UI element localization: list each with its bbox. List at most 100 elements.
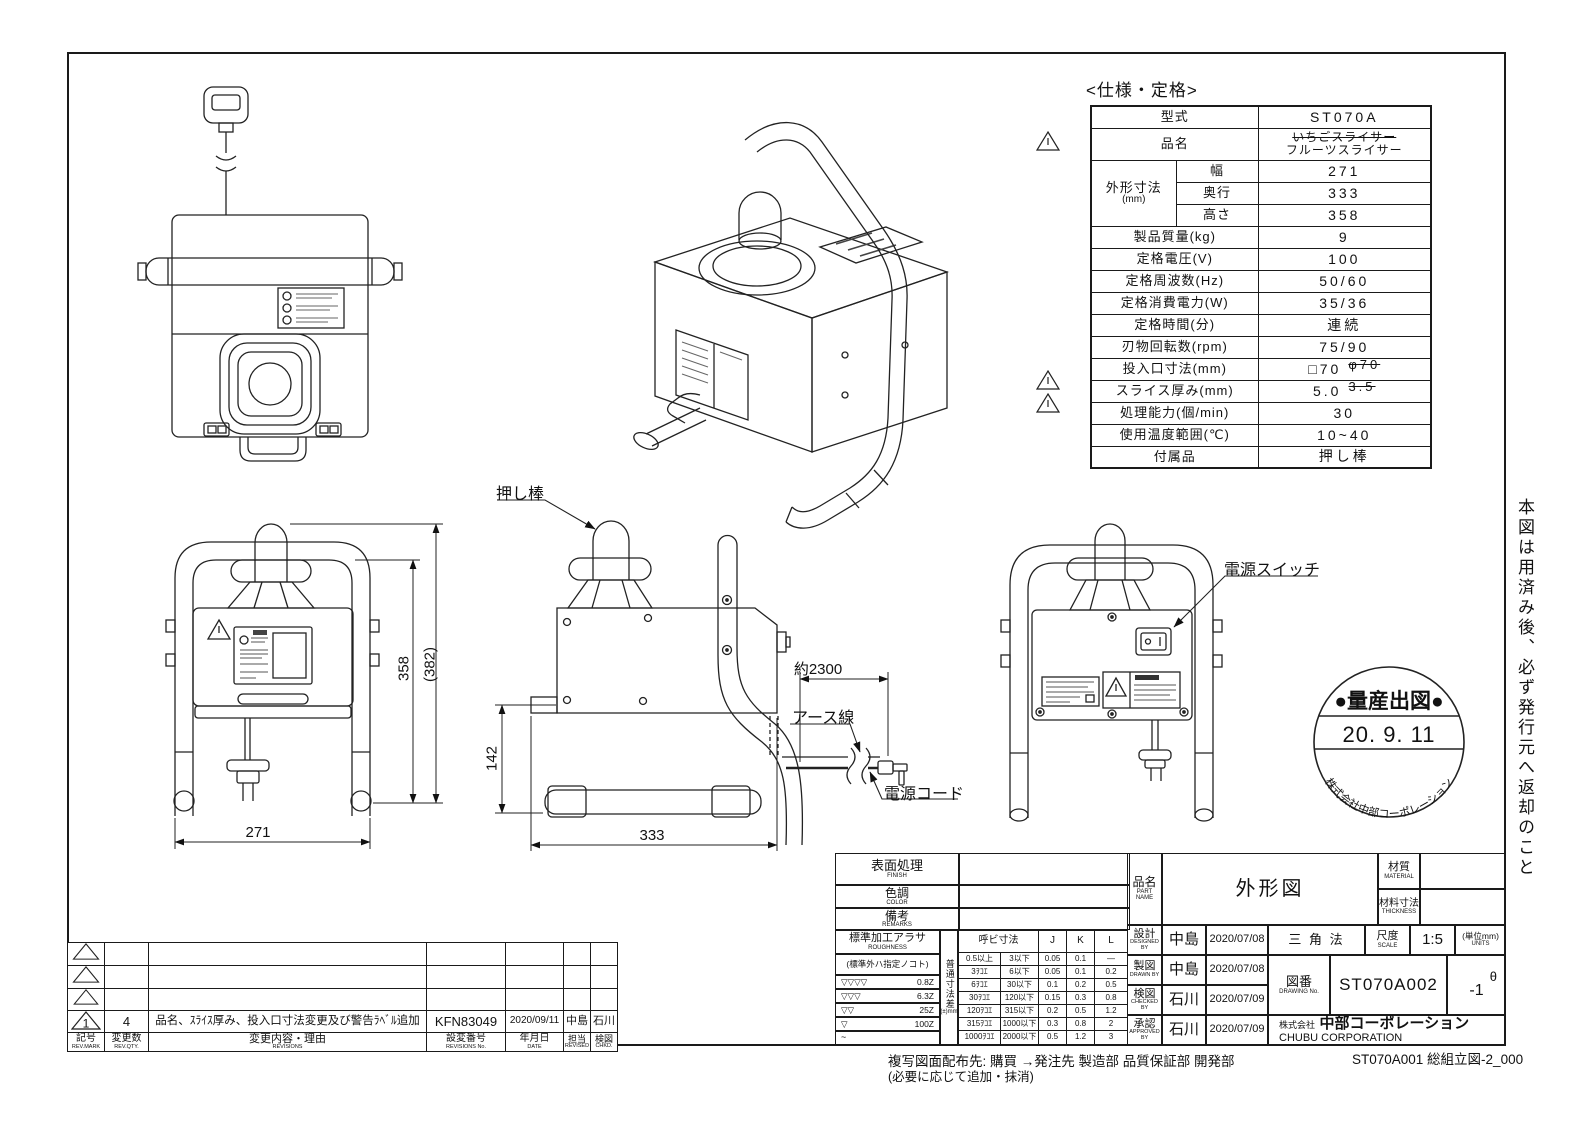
dimension-overall-height: (382) [421, 646, 439, 683]
stamp-company: 株式会社中部コーポレーション [1322, 775, 1456, 821]
empty-cell [426, 942, 506, 966]
spec-value: 30 [1257, 401, 1432, 425]
spec-label: 定格電圧(V) [1090, 247, 1259, 271]
empty-cell [590, 942, 618, 966]
new-product-name: フルーツスライサー [1285, 143, 1403, 157]
spec-label: 刃物回転数(rpm) [1090, 335, 1259, 359]
spec-value: 9 [1257, 225, 1432, 249]
rev-checked-by: 石川 [590, 1009, 618, 1034]
stamp-title: ●量産出図● [1334, 689, 1443, 713]
tolerance-side-label: 普通寸法差 (±)mm [940, 930, 958, 1045]
spec-label: 型式 [1090, 105, 1259, 129]
top-view-drawing [137, 86, 403, 462]
leader-earth-wire [790, 723, 861, 753]
spec-label: スライス厚み(mm) [1090, 379, 1259, 403]
remarks-value [959, 908, 1130, 930]
spec-label: 付属品 [1090, 445, 1259, 469]
rev-date: 2020/09/11 [505, 1009, 564, 1034]
spec-label: 奥行 [1175, 181, 1259, 205]
distribution-note-2: (必要に応じて追加・抹消) [888, 1070, 1034, 1084]
label-power-switch: 電源スイッチ [1224, 562, 1321, 579]
rev-mark-cell: 1 [67, 1009, 105, 1034]
roughness-row: ▽▽▽▽0.8Z [835, 975, 940, 989]
document-reference: ST070A001 総組立図-2_000 [1352, 1052, 1524, 1067]
spec-value: 75/90 [1257, 335, 1432, 359]
leader-push-rod [497, 499, 596, 530]
empty-cell [148, 987, 427, 1011]
warning-triangle-icon [1035, 130, 1061, 151]
spec-value: いちごスライサー フルーツスライサー [1257, 127, 1432, 161]
units-label: (単位mm)UNITS [1455, 925, 1506, 955]
spec-table: 型式 ST070A 品名 いちごスライサー フルーツスライサー 外形寸法 (mm… [1090, 105, 1433, 469]
spec-value: ST070A [1257, 105, 1432, 129]
spec-value: 押し棒 [1257, 445, 1432, 469]
spec-value: 100 [1257, 247, 1432, 271]
spec-label: 高さ [1175, 203, 1259, 227]
old-value: 3.5 [1348, 378, 1376, 394]
isometric-view-drawing [633, 121, 950, 529]
finish-value [959, 853, 1130, 885]
tol-header: J [1038, 930, 1067, 953]
svg-text:1: 1 [83, 1016, 90, 1030]
mass-production-release-stamp: ●量産出図● 20. 9. 11 株式会社中部コーポレーション [1313, 666, 1465, 821]
empty-cell [148, 942, 427, 966]
dimension-front-height: 358 [395, 655, 413, 682]
empty-cell [426, 987, 506, 1011]
dimension-cord-length: 約2300 [793, 661, 843, 678]
approved-by-name: 石川 [1162, 1015, 1206, 1045]
tol-header: L [1094, 930, 1128, 953]
rev-description: 品名、ｽﾗｲｽ厚み、投入口寸法変更及び警告ﾗﾍﾞﾙ追加 [148, 1009, 427, 1034]
revision-table: 1 4 品名、ｽﾗｲｽ厚み、投入口寸法変更及び警告ﾗﾍﾞﾙ追加 KFN83049… [67, 942, 618, 1053]
empty-cell [563, 987, 591, 1011]
leader-power-cord [869, 771, 958, 800]
rev-qty: 4 [104, 1009, 149, 1034]
empty-cell [505, 987, 564, 1011]
empty-cell [563, 942, 591, 966]
drawn-by-name: 中島 [1162, 955, 1206, 985]
material-value [1420, 853, 1506, 889]
spec-value: 333 [1257, 181, 1432, 205]
warning-triangle-icons [1035, 130, 1061, 413]
empty-cell [104, 965, 149, 989]
spec-label-dims: 外形寸法 (mm) [1090, 159, 1177, 227]
spec-value: 連続 [1257, 313, 1432, 337]
label-power-cord: 電源コード [884, 786, 965, 803]
rear-view-drawing [1000, 523, 1318, 822]
return-note-vertical: 本図は用済み後、必ず発行元へ返却のこと [1515, 498, 1534, 878]
part-name-label: 品名 PART NAME [1127, 853, 1162, 925]
spec-label: 品名 [1090, 127, 1259, 161]
old-product-name: いちごスライサー [1292, 130, 1397, 145]
empty-cell [563, 965, 591, 989]
roughness-row: ▽▽25Z [835, 1003, 940, 1017]
spec-value: 10~40 [1257, 423, 1432, 447]
rev-number: KFN83049 [426, 1009, 506, 1034]
projection-method: 三 角 法 [1268, 925, 1365, 955]
rev-mark-cell [67, 987, 105, 1011]
designed-by-name: 中島 [1162, 925, 1206, 955]
spec-table-title: <仕様・定格> [1086, 81, 1198, 100]
drawing-number: ST070A002 [1330, 955, 1447, 1015]
drawing-border-frame [67, 52, 1506, 1046]
company-name: 株式会社 中部コーポレーション CHUBU CORPORATION [1268, 1015, 1506, 1045]
